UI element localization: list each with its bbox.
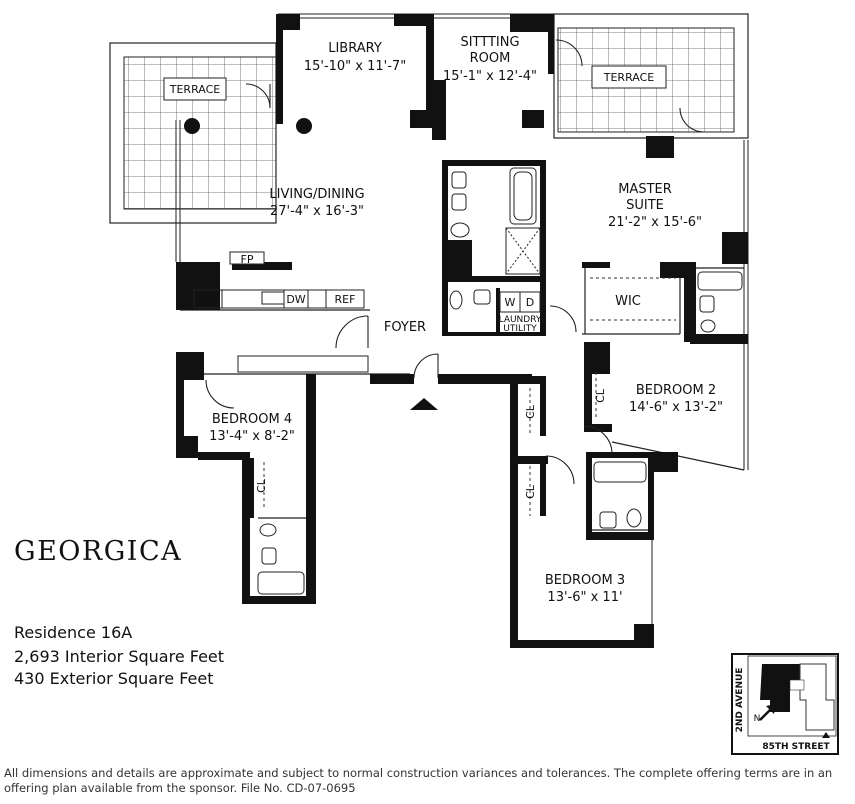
terrace-right: [553, 13, 749, 139]
bed3-dims: 13'-6" x 11': [547, 590, 622, 605]
column-right: [296, 118, 312, 134]
ws-label: WS: [199, 293, 217, 306]
master-name-2: SUITE: [626, 198, 664, 213]
laundry-label-1: LAUNDRY: [499, 315, 542, 325]
wic-name: WIC: [615, 294, 641, 309]
window-lines: [175, 13, 749, 640]
north-label: N: [754, 714, 761, 724]
washer-label: W: [505, 296, 516, 309]
fp-label: FP: [241, 253, 254, 266]
north-arrow-icon: [766, 704, 776, 714]
bath-fixtures: [229, 167, 743, 595]
sitting-name-2: ROOM: [470, 51, 511, 66]
kitchen-counter: [193, 289, 365, 309]
entry-arrow-icon: [410, 398, 438, 410]
closet-label-2: CL: [524, 484, 537, 499]
closet-label-1: CL: [524, 404, 537, 419]
sitting-name-1: SITTTING: [460, 35, 519, 50]
street-label: 85TH STREET: [762, 742, 830, 752]
interior-sqft: 2,693 Interior Square Feet: [14, 647, 225, 666]
fixture-labels: FP WS DW REF W D LAUNDRY UTILITY CL CL C…: [199, 253, 607, 499]
bed2-name: BEDROOM 2: [636, 383, 716, 398]
closet-lines: [263, 277, 676, 516]
terrace-right-label: TERRACE: [603, 71, 655, 84]
foyer-name: FOYER: [384, 320, 426, 335]
residence-name: Residence 16A: [14, 623, 133, 642]
master-dims: 21'-2" x 15'-6": [608, 215, 702, 230]
ref-label: REF: [335, 293, 356, 306]
dryer-label: D: [526, 296, 534, 309]
dw-label: DW: [286, 293, 305, 306]
room-labels: LIBRARY 15'-10" x 11'-7" SITTTING ROOM 1…: [169, 35, 723, 605]
closet-label-3: CL: [594, 388, 607, 403]
bed4-dims: 13'-4" x 8'-2": [209, 429, 295, 444]
laundry-label-2: UTILITY: [503, 324, 537, 334]
avenue-label: 2ND AVENUE: [735, 668, 745, 733]
key-plan: N 2ND AVENUE 85TH STREET: [731, 653, 839, 755]
master-name-1: MASTER: [618, 182, 672, 197]
sitting-dims: 15'-1" x 12'-4": [443, 69, 537, 84]
closet-label-4: CL: [255, 478, 268, 493]
brand-logo: GEORGICA: [14, 536, 183, 567]
disclaimer: All dimensions and details are approxima…: [4, 766, 833, 795]
living-dims: 27'-4" x 16'-3": [270, 204, 364, 219]
exterior-sqft: 430 Exterior Square Feet: [14, 669, 214, 688]
bed4-name: BEDROOM 4: [212, 412, 292, 427]
library-dims: 15'-10" x 11'-7": [304, 59, 406, 74]
laundry-box: [499, 291, 541, 313]
terrace-left-label: TERRACE: [169, 83, 221, 96]
bed3-name: BEDROOM 3: [545, 573, 625, 588]
library-name: LIBRARY: [328, 41, 382, 56]
terrace-left: [109, 42, 277, 224]
bed2-dims: 14'-6" x 13'-2": [629, 400, 723, 415]
living-name: LIVING/DINING: [269, 187, 364, 202]
doors: [205, 39, 705, 485]
column-left: [184, 118, 200, 134]
walls: [176, 14, 748, 648]
